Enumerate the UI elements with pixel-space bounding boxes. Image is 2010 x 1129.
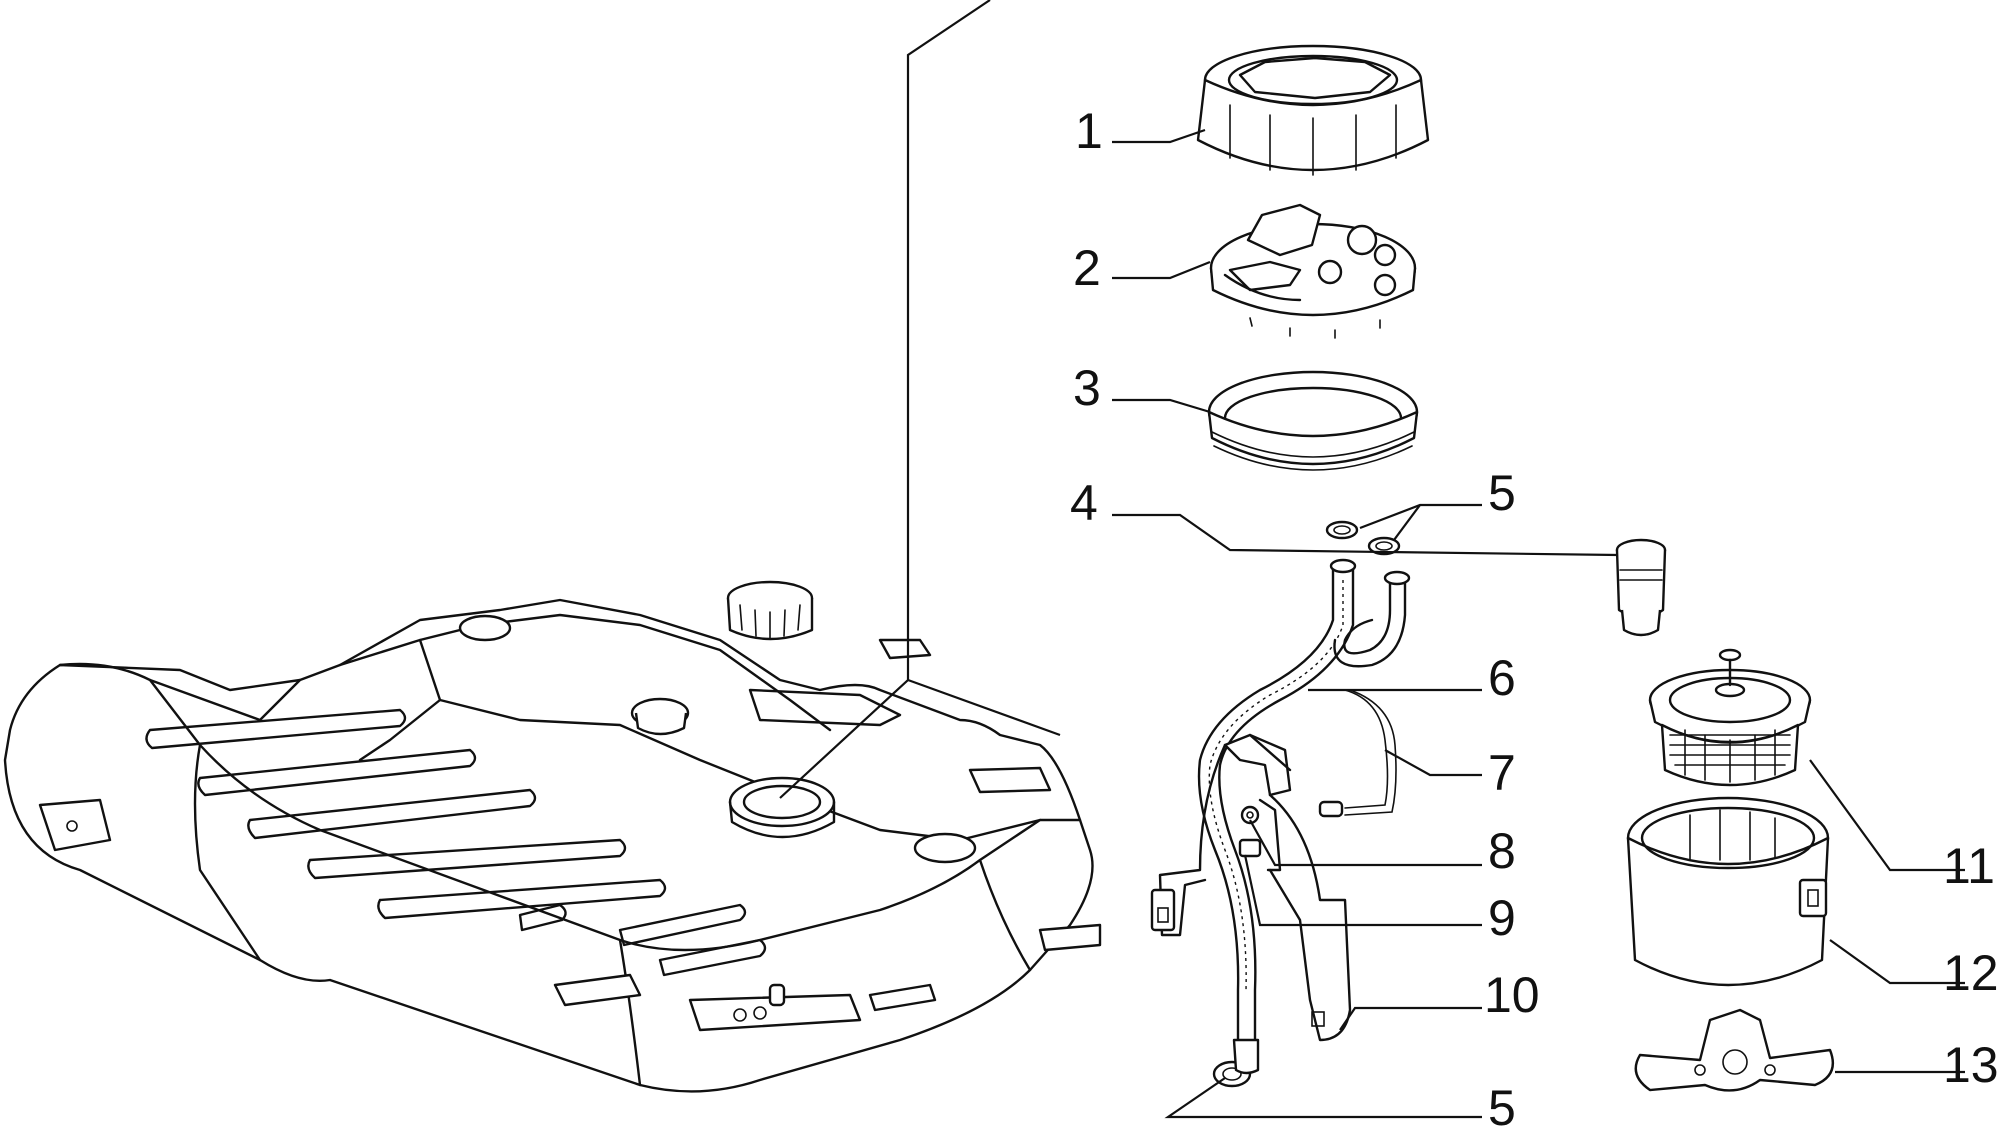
- lock-ring: [1196, 44, 1430, 176]
- callout-13: 13: [1943, 1037, 1999, 1093]
- pump-flange: [1209, 203, 1417, 339]
- tank-opening-leader: [779, 0, 991, 799]
- callout-2: 2: [1073, 240, 1101, 296]
- mounting-bracket: [1150, 733, 1352, 1042]
- callout-9: 9: [1488, 890, 1516, 946]
- sender-wire: [1318, 689, 1397, 818]
- fuel-hoses: [1197, 558, 1411, 1075]
- pump-base: [1634, 1008, 1835, 1092]
- callout-11: 11: [1943, 838, 1995, 894]
- callout-4: 4: [1070, 475, 1098, 531]
- fuel-sender: [1615, 538, 1667, 637]
- pump-reservoir: [1626, 796, 1830, 987]
- callout-1: 1: [1075, 103, 1103, 159]
- callout-6: 6: [1488, 650, 1516, 706]
- fuel-tank: [3, 580, 1102, 1093]
- hose-clips-upper: [1325, 520, 1401, 556]
- callout-7: 7: [1488, 745, 1516, 801]
- callout-3: 3: [1073, 360, 1101, 416]
- seal-ring: [1207, 370, 1419, 471]
- callout-8: 8: [1488, 823, 1516, 879]
- callout-labels: 1 2 3 4 5 6 7 8 9 10 11 12 13 5: [1070, 103, 1999, 1129]
- electric-fuel-pump: [1648, 648, 1812, 787]
- callout-5-lower: 5: [1488, 1080, 1516, 1129]
- callout-12: 12: [1943, 945, 1999, 1001]
- leader-lines: [1112, 128, 1965, 1119]
- callout-10: 10: [1484, 967, 1540, 1023]
- callout-5-upper: 5: [1488, 465, 1516, 521]
